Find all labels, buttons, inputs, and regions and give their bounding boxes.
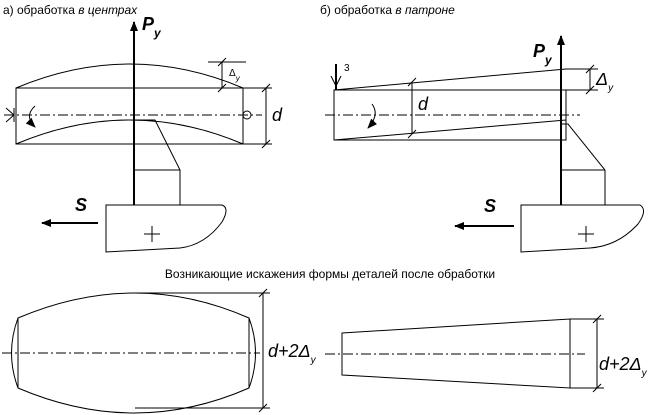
force-label-left: Py	[142, 14, 162, 40]
deflected-bottom-arc	[15, 119, 244, 145]
right-center-icon	[242, 110, 252, 120]
force-label-right: Py	[533, 41, 553, 67]
panel-in-chuck: 3 d Δy Py S	[325, 35, 644, 253]
deflected-taper-top	[333, 68, 567, 91]
taper-dim-label: d+2Δy	[599, 354, 648, 379]
tapered-part: d+2Δy	[325, 314, 648, 393]
cutting-tool-right	[560, 123, 606, 206]
workpiece-outline	[15, 87, 244, 145]
d-dim-ticks-chuck	[407, 77, 417, 139]
barrel-dim-label: d+2Δy	[268, 341, 317, 366]
diameter-label-right: d	[418, 94, 429, 114]
tool-holder-left	[105, 204, 227, 253]
rotation-arrow-icon-chuck	[367, 103, 378, 129]
cutting-tool-left	[133, 119, 181, 206]
panel-between-centers: Δy d Py S	[4, 14, 283, 253]
caption-left: а) обработка в центрах	[3, 3, 138, 17]
deflected-taper-bottom	[333, 119, 567, 141]
feed-label-right: S	[484, 196, 496, 216]
delta-label-left: Δy	[229, 68, 241, 83]
diameter-label-left: d	[272, 105, 283, 125]
jaw-number: 3	[344, 63, 350, 74]
delta-label-right: Δy	[595, 69, 614, 94]
tool-holder-cross-right	[578, 226, 594, 242]
rotation-arrow-icon	[25, 105, 36, 128]
taper-dim-ticks	[592, 314, 602, 393]
delta-dim-ticks-chuck	[585, 64, 595, 95]
delta-dim-ticks	[217, 57, 227, 93]
d-dim-ticks	[261, 83, 271, 149]
feed-label-left: S	[75, 195, 87, 215]
chuck-jaw-arrow	[330, 75, 342, 88]
tool-holder-cross-left	[144, 226, 160, 242]
distortion-caption: Возникающие искажения формы деталей посл…	[165, 267, 495, 281]
tool-holder-right	[520, 204, 644, 253]
barrel-dim-ticks	[258, 288, 268, 413]
deflected-top-arc	[15, 63, 244, 89]
barrel-shaped-part: d+2Δy	[2, 288, 317, 414]
caption-right: б) обработка в патроне	[320, 3, 455, 17]
left-center-icon	[5, 107, 15, 123]
